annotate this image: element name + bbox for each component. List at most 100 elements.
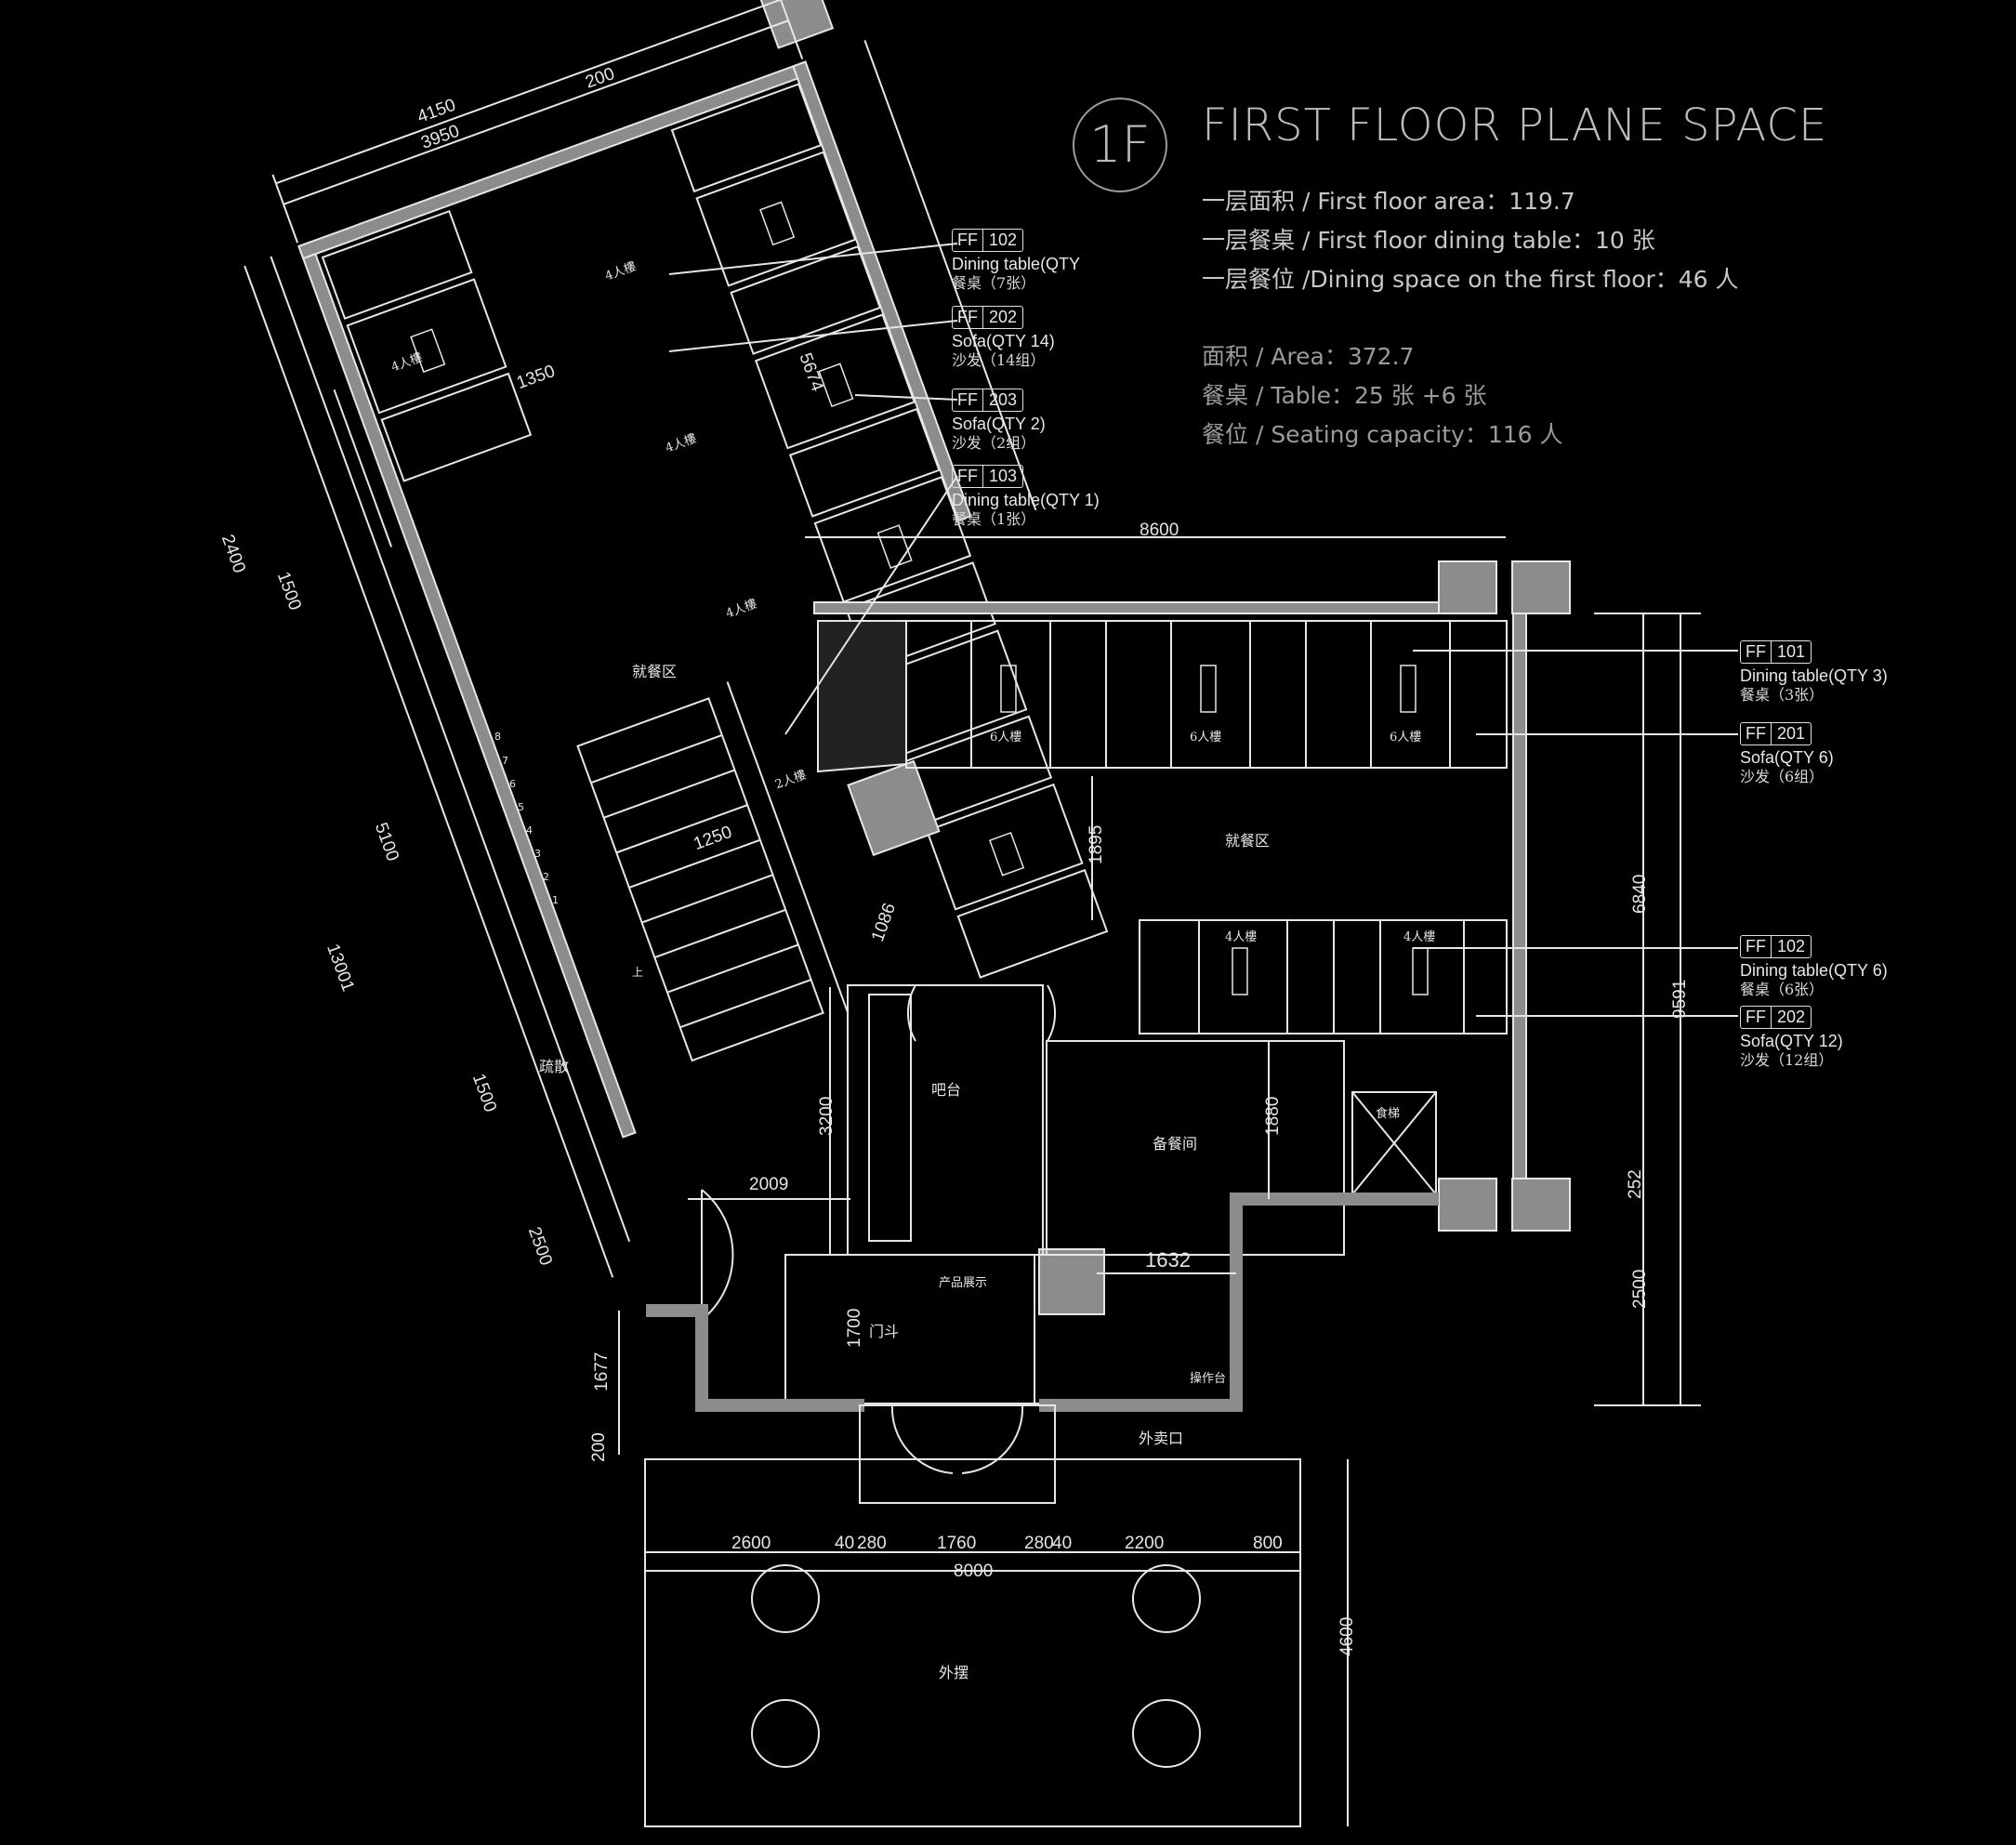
total-seat-info: 餐位 / Seating capacity：116 人 xyxy=(1202,421,1563,448)
tag-num: 101 xyxy=(1777,642,1806,661)
top-wall xyxy=(813,601,1440,614)
dim-200-top: 200 xyxy=(583,64,617,93)
tag-code: FF xyxy=(1741,723,1772,745)
tag-code: FF xyxy=(1741,1007,1772,1028)
tag-cn: 餐桌（7张） xyxy=(952,274,1036,292)
page-title: FIRST FLOOR PLANE SPACE xyxy=(1202,99,1828,152)
tag-desc: Sofa(QTY 14) xyxy=(952,332,1055,350)
wing-right-wall xyxy=(792,60,972,522)
dim-5674: 5674 xyxy=(795,350,826,394)
column-3 xyxy=(1438,1178,1497,1232)
dim-9591: 9591 xyxy=(1670,980,1690,1019)
seat-four-1: 4人樓 xyxy=(1225,930,1257,944)
tag-desc: Sofa(QTY 6) xyxy=(1740,748,1834,767)
dim-1086: 1086 xyxy=(868,901,900,944)
dim-1760: 1760 xyxy=(937,1534,976,1553)
tag-code: FF xyxy=(953,389,983,411)
dim-line-3950 xyxy=(283,20,789,205)
total-area-info: 面积 / Area：372.7 xyxy=(1202,343,1415,370)
seat-two-1: 2人樓 xyxy=(773,768,808,792)
seat-four-2: 4人樓 xyxy=(1403,930,1435,944)
dim-280-a: 280 xyxy=(857,1534,887,1553)
room-evac: 疏散 xyxy=(539,1058,569,1075)
seat-four-3: 4人樓 xyxy=(389,350,424,375)
stair-num: 5 xyxy=(518,801,524,813)
dim-2600: 2600 xyxy=(731,1534,771,1553)
room-prep: 备餐间 xyxy=(1153,1135,1197,1153)
dim-2500-a: 2500 xyxy=(524,1224,556,1268)
tag-ff203: FF 203 Sofa(QTY 2) 沙发（2组） xyxy=(952,389,1046,452)
tag-ff102-left: FF 102 Dining table(QTY 餐桌（7张） xyxy=(952,229,1080,292)
tag-desc: Dining table(QTY 3) xyxy=(1740,666,1888,685)
dim-280-b: 280 xyxy=(1024,1534,1054,1553)
dim-5100: 5100 xyxy=(371,820,402,863)
stair-num: 8 xyxy=(494,731,501,743)
floor-table-info: 一层餐桌 / First floor dining table：10 张 xyxy=(1202,227,1655,254)
dim-3950: 3950 xyxy=(418,122,462,153)
dim-8600: 8600 xyxy=(1140,521,1179,540)
dim-line-4150 xyxy=(275,0,816,185)
floor-symbol-text: 1F xyxy=(1089,115,1151,174)
room-bar: 吧台 xyxy=(931,1081,961,1099)
floor-symbol: 1F xyxy=(1073,98,1167,192)
seat-six-2: 6人樓 xyxy=(1190,731,1221,745)
dim-1895: 1895 xyxy=(1087,825,1106,864)
tag-ff103: FF 103 Dining table(QTY 1) 餐桌（1张） xyxy=(952,465,1100,528)
dim-1350: 1350 xyxy=(514,362,558,393)
tag-desc: Sofa(QTY 2) xyxy=(952,415,1046,433)
tag-cn: 餐桌（1张） xyxy=(952,510,1036,528)
stair-num: 7 xyxy=(502,755,508,767)
stair-num: 6 xyxy=(509,778,516,790)
tag-num: 103 xyxy=(989,467,1018,485)
outdoor-area xyxy=(644,1458,1301,1827)
dim-800: 800 xyxy=(1253,1534,1283,1553)
dim-2009: 2009 xyxy=(749,1175,788,1194)
dim-2200: 2200 xyxy=(1125,1534,1164,1553)
rotated-wing xyxy=(244,0,1109,1278)
tag-num: 202 xyxy=(989,308,1018,326)
room-outdoor: 外摆 xyxy=(939,1664,968,1681)
tag-desc: Dining table(QTY xyxy=(952,255,1081,273)
tag-code: FF xyxy=(1741,936,1772,957)
seat-six-1: 6人樓 xyxy=(990,731,1021,745)
tag-desc: Dining table(QTY 1) xyxy=(952,491,1100,509)
dim-1500-a: 1500 xyxy=(273,569,305,613)
stair-up-label: 上 xyxy=(632,966,643,979)
entrance xyxy=(859,1404,1056,1504)
tag-cn: 沙发（2组） xyxy=(952,434,1036,452)
tag-code: FF xyxy=(953,466,983,487)
stair-num: 1 xyxy=(552,894,559,906)
tag-num: 102 xyxy=(989,231,1018,249)
room-dining-b: 就餐区 xyxy=(1225,832,1270,850)
room-lift: 食梯 xyxy=(1376,1106,1400,1121)
room-vestibule: 门斗 xyxy=(869,1323,899,1340)
dim-200-bottom: 200 xyxy=(589,1432,609,1462)
right-wall xyxy=(1512,613,1527,1189)
tag-desc: Dining table(QTY 6) xyxy=(1740,961,1888,980)
dim-40-a: 40 xyxy=(835,1534,854,1553)
dim-2400: 2400 xyxy=(217,532,249,575)
dim-1250: 1250 xyxy=(691,823,734,854)
stair-num: 3 xyxy=(534,848,541,860)
tag-code: FF xyxy=(1741,641,1772,663)
dim-1632: 1632 xyxy=(1145,1248,1191,1272)
tag-desc: Sofa(QTY 12) xyxy=(1740,1032,1843,1050)
tag-num: 202 xyxy=(1777,1008,1806,1026)
room-display: 产品展示 xyxy=(939,1276,987,1290)
dim-8000: 8000 xyxy=(954,1562,993,1581)
column-4 xyxy=(1511,1178,1571,1232)
stair xyxy=(576,697,824,1062)
tag-num: 203 xyxy=(989,390,1018,409)
tag-code: FF xyxy=(953,230,983,251)
dim-1677: 1677 xyxy=(592,1352,612,1391)
room-dining-a: 就餐区 xyxy=(632,663,677,680)
dim-line-5674 xyxy=(863,39,1037,511)
stair-num: 2 xyxy=(543,871,549,883)
seat-four-4: 4人樓 xyxy=(603,259,638,283)
floor-seat-info: 一层餐位 /Dining space on the first floor：46… xyxy=(1202,266,1739,293)
